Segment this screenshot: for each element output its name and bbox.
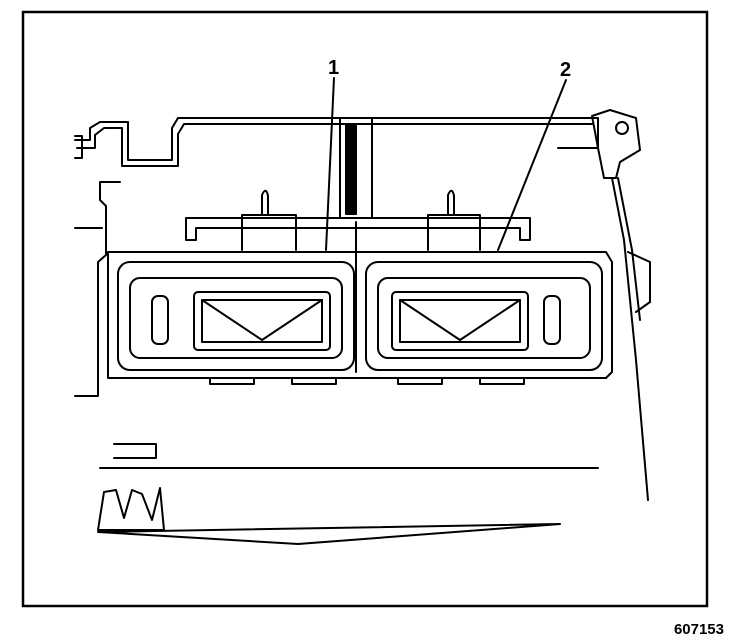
- module-left-grille-chevron: [201, 299, 323, 341]
- bottom-strip: [97, 523, 561, 545]
- right-clip: [427, 214, 481, 251]
- lower-small-tab: [113, 443, 157, 459]
- left-clip: [241, 214, 297, 251]
- left-clip-tab: [261, 189, 269, 216]
- bottom-latch: [97, 487, 165, 531]
- center-column-shade: [345, 123, 357, 215]
- right-clip-tab: [447, 189, 455, 216]
- left-bracket: [74, 135, 83, 159]
- figure-frame: [21, 10, 709, 608]
- module-right-slot: [543, 295, 561, 345]
- left-wall: [74, 181, 121, 397]
- callout-1: 1: [328, 57, 339, 79]
- housing-outline: [74, 117, 599, 161]
- module-left-slot: [151, 295, 169, 345]
- module-right-grille-inner: [399, 299, 521, 343]
- callout-2-leader: [497, 79, 567, 251]
- side-cable-inner: [617, 177, 641, 321]
- housing-inner-outline: [76, 123, 593, 167]
- callout-1-leader: [325, 77, 335, 251]
- side-bracket: [591, 109, 641, 179]
- module-left-grille-inner: [201, 299, 323, 343]
- side-cable: [611, 177, 649, 501]
- module-left-outer: [117, 261, 355, 371]
- module-right-inner: [377, 277, 591, 359]
- callout-2: 2: [560, 59, 571, 81]
- module-feet: [209, 377, 525, 385]
- mounting-rail: [185, 217, 531, 241]
- module-left-inner: [129, 277, 343, 359]
- figure-id: 607153: [673, 621, 724, 638]
- module-left-grille-outer: [193, 291, 331, 351]
- module-right-outer: [365, 261, 603, 371]
- right-wall: [627, 251, 651, 313]
- module-right-grille-outer: [391, 291, 529, 351]
- module-right-grille-chevron: [399, 299, 521, 341]
- side-bracket-hole: [615, 121, 629, 135]
- lower-frame: [107, 251, 613, 379]
